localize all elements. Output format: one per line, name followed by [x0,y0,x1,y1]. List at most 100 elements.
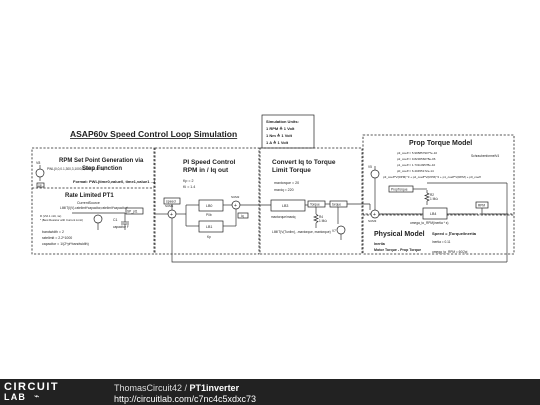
setpoint-format: Format: PWL(time0,value0, time1,value1 .… [73,179,156,184]
prop-coeff-1: p3_coeff = 5.99585790??e-10 [397,151,437,155]
pi-param-1: Kp = 2 [183,179,194,183]
physical-lb4-block[interactable] [422,207,448,220]
svg-text:+: + [170,212,173,218]
rate-limited-current-src: CurrentSource [77,201,100,205]
setpoint-ground [36,182,45,188]
iq-lb3-sub: maxtorque/maxiq [271,215,296,219]
iq-r4-name: R4 [319,215,323,219]
pi-sum1-label: SUM1 [165,204,174,208]
setpoint-pwl: PWL(0,0,0.1,300,3,1000,5,1600,8,1600) [47,167,104,171]
pi-lb1-sub: Kp [207,235,211,239]
rate-limited-limit-expr: LIMIT(I(V)-ratelimit*capacitor,ratelimit… [60,206,128,210]
sim-units-heading: Simulation Units: [266,119,299,124]
iq-torque-label: torque [332,203,341,207]
svg-text:+: + [373,212,376,218]
physical-sum3[interactable]: + [370,209,380,219]
circuitlab-logo[interactable]: CIRCUIT LAB ⌁ [4,382,94,402]
circuit-url[interactable]: http://circuitlab.com/c7nc4c5xdxc73 [114,394,257,404]
iq-title-2: Limit Torque [272,167,311,174]
rate-limited-cap-label: capacitor F [113,225,129,229]
rate-limited-cap-name: C1 [113,218,118,222]
circuit-title[interactable]: PT1inverter [189,383,240,393]
prop-title: Prop Torque Model [409,140,472,147]
schematic: ASAP60v Speed Control Loop Simulation Si… [31,114,515,263]
pi-iq-tag [237,212,249,219]
iq-title-1: Convert Iq to Torque [272,159,336,166]
pi-lb0-block[interactable] [198,199,224,212]
author-name[interactable]: ThomasCircuit42 [114,383,183,393]
prop-voltage-source[interactable] [370,166,380,183]
rate-limited-sp-label: SP_pt1 [127,210,138,214]
prop-coeff-3: p1_coeff = 1.7311495?8e-10 [397,163,436,167]
sim-units-box [261,114,315,149]
rate-limited-param-1: bandwidth = 2 [42,230,64,234]
iq-resistor-r4[interactable] [313,207,319,228]
logo-top-text: CIRCUIT [4,381,60,393]
setpoint-title-2: Step Function [82,166,122,172]
rate-limited-small-2: * (Best Resistor with Current Limit) [40,218,83,222]
sim-units-line-1: 1 RPM ≙ 1 Volt [266,126,295,131]
setpoint-title-1: RPM Set Point Generation via [59,158,144,164]
physical-inertia-param: Inertia = 0.11 [432,240,451,244]
setpoint-voltage-source[interactable] [35,165,45,181]
prop-expr: p3_coeff*V(RPM)^3 + p2_coeff*V(RPM)^2 + … [383,175,481,179]
pi-lb1-label: LB1 [206,225,212,229]
logo-bottom-text: LAB [4,392,27,402]
pi-param-2: Ki = 1.4 [183,185,195,189]
pi-sum1[interactable]: + [167,209,177,219]
physical-label-1: Inertia [374,242,386,246]
svg-text:+: + [234,203,237,209]
iq-r4-val: 1 MΩ [319,219,327,223]
pi-sum2-label: SUM2 [231,195,240,199]
pi-iq-label: iq [241,214,244,218]
rate-limited-capacitor[interactable] [121,213,129,230]
pi-title-1: PI Speed Control [183,159,236,166]
setpoint-box [31,147,155,255]
setpoint-gnd-label: SP [38,183,42,187]
rate-limited-current-source[interactable] [72,212,125,230]
physical-rpm-label: RPM [478,204,485,208]
iq-lb3-block[interactable] [270,199,306,212]
author-line: ThomasCircuit42 / PT1inverter [114,383,239,393]
rate-limited-param-3: capacitor = 1/(2*pi*bandwidth) [42,242,89,246]
rate-limited-sp-tag [125,207,144,215]
prop-coeff-2: p2_coeff = 9.8230560?8e-06 [397,157,436,161]
prop-r2-name: R2 [430,193,434,197]
prop-coeff-4: p0_coeff = 6.40455172e-14 [397,169,434,173]
iq-voltage-source-v7[interactable] [336,225,346,240]
prop-note: SchraubenformelV4 [471,154,499,158]
iq-param-2: maxiq = 220 [274,188,294,192]
physical-relation: Speed = ∫Torque/Inertia [432,231,477,236]
prop-src-label: V5 [368,165,372,169]
prop-torque-label: PropTorque [391,188,408,192]
logo-resistor-icon: ⌁ [34,392,40,402]
prop-r2-val: 1 MΩ [430,197,438,201]
footer-bar: CIRCUIT LAB ⌁ ThomasCircuit42 / PT1inver… [0,379,540,405]
pi-sum2[interactable]: + [231,200,241,210]
feedback-wire [171,218,507,263]
setpoint-src-label: V8 [36,161,40,165]
physical-omega: omega_to_RPM = 60/2pi [432,250,468,254]
rate-limited-title: Rate Limited PT1 [65,193,114,199]
iq-param-1: maxtorque = 20 [274,181,299,185]
iq-v7-name: V7 [332,229,336,233]
pi-box [154,147,260,255]
pi-speed-label: speed [166,200,176,204]
sim-units-line-3: 1 A ≙ 1 Volt [266,140,289,145]
pi-title-2: RPM in / Iq out [183,167,229,174]
physical-title: Physical Model [374,231,425,238]
physical-sum3-label: SUM3 [368,219,377,223]
iq-limit-expr: LIMIT(V(Tunlim), -maxtorque, maxtorque) [272,230,331,234]
prop-resistor-r2[interactable] [424,190,430,205]
physical-lb4-sub: omega_to_RPM(inertia * s) [410,221,448,225]
author-separator: / [182,383,190,393]
rate-limited-small-1: R (VIA 1 mΩ, 1e) [40,214,61,218]
rate-limited-param-2: ratelimit = 2.2*1000 [42,236,72,240]
physical-label-2: Motor Torque - Prop Torque [374,248,421,252]
pi-lb0-label: LB0 [206,204,212,208]
pi-lb1-block[interactable] [198,220,224,233]
iq-lb3-label: LB3 [282,204,288,208]
sim-units-line-2: 1 Nm ≙ 1 Volt [266,133,293,138]
iq-tunlim-label: Torque [310,203,320,207]
